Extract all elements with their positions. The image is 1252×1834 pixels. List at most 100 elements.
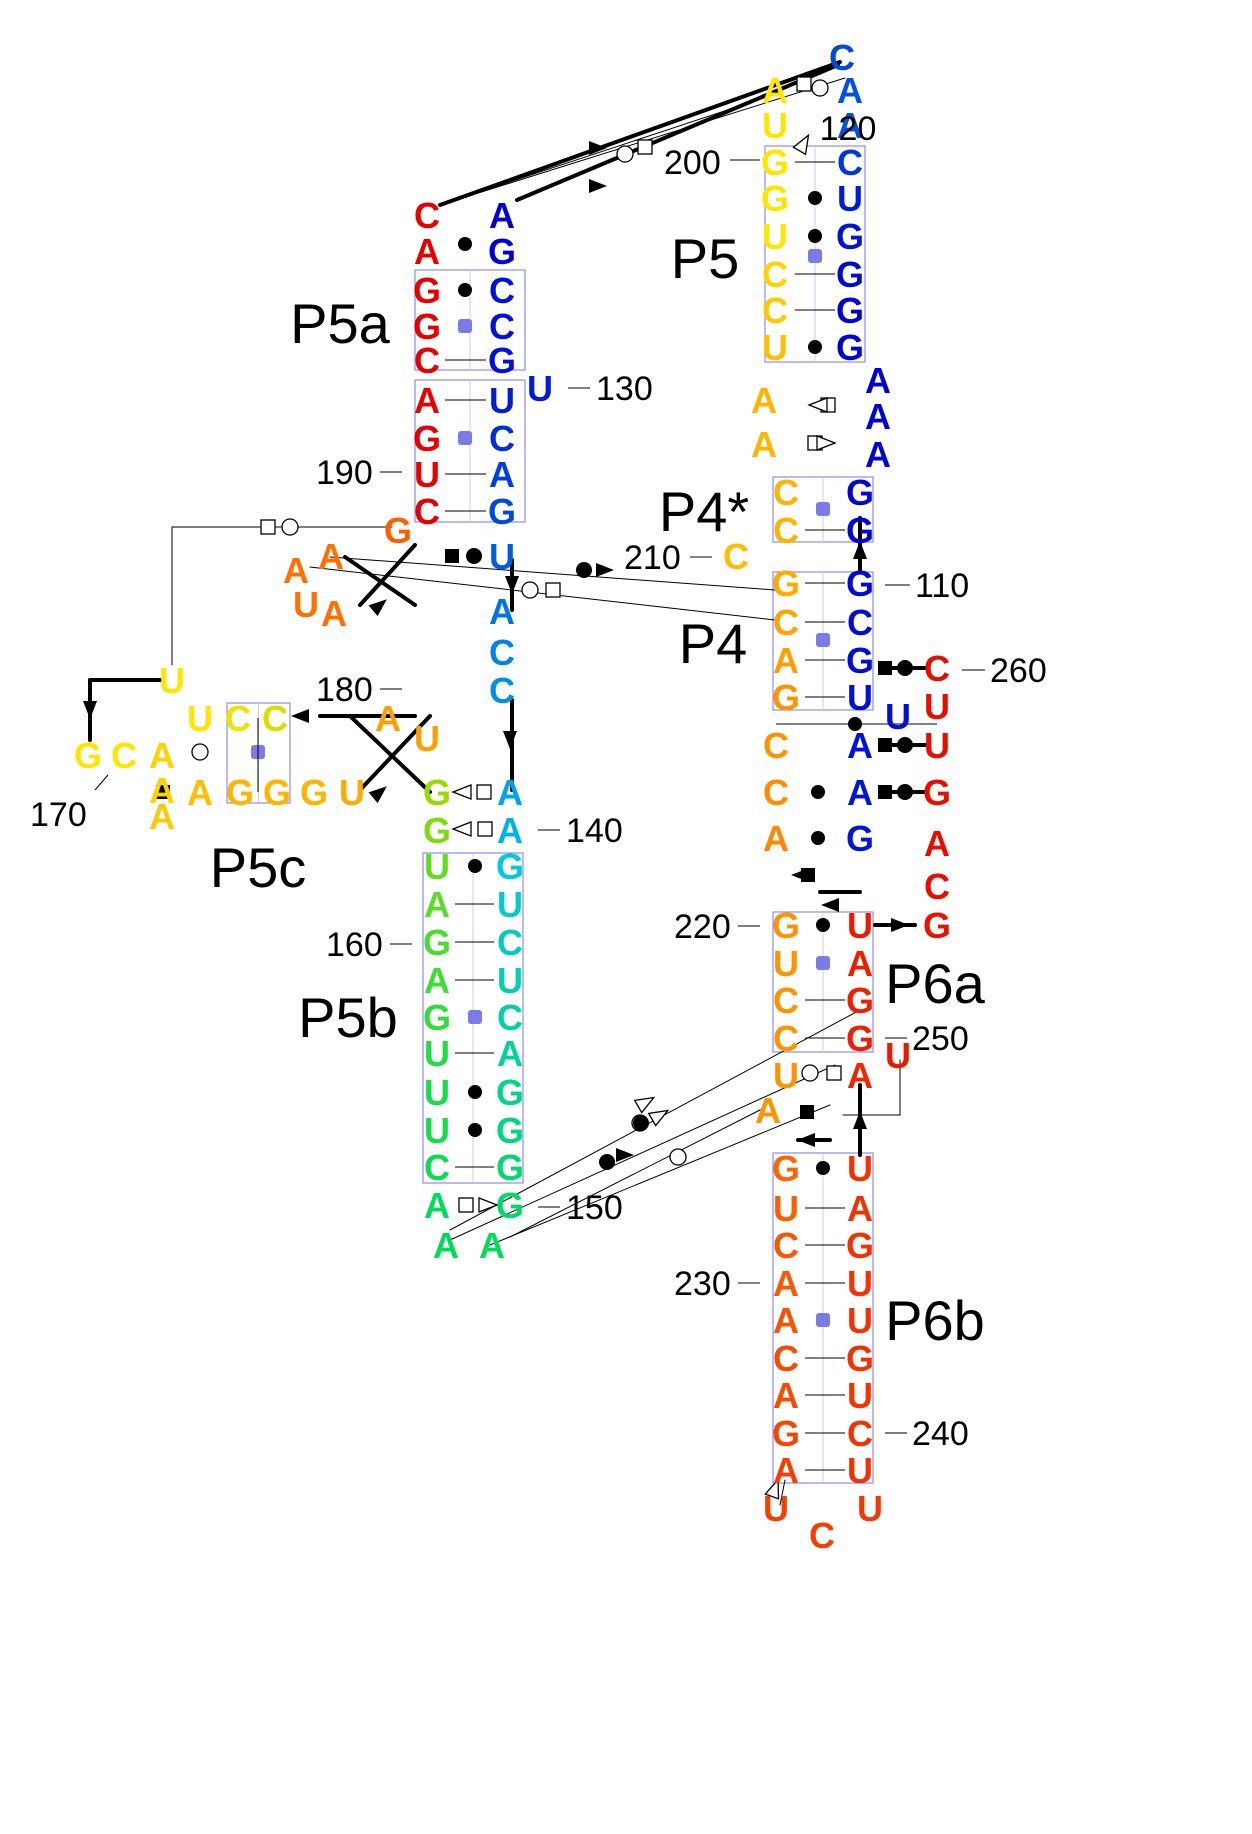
open-triangle-symbol bbox=[807, 397, 828, 413]
nucleotide-P4-region-left: G bbox=[772, 677, 800, 718]
open-triangle-symbol bbox=[633, 1096, 656, 1114]
helix-label: P5 bbox=[671, 227, 740, 290]
nucleotide-P6a-right: U bbox=[847, 905, 873, 946]
nucleotide-P6b-right: G bbox=[846, 1338, 874, 1379]
nucleotide-P5-right: G bbox=[836, 290, 864, 331]
nucleotide-P4-region-left: A bbox=[751, 424, 777, 465]
filled-triangle-symbol bbox=[291, 709, 309, 723]
nucleotide-P5c-loop: A bbox=[187, 772, 213, 813]
filled-triangle-symbol bbox=[891, 918, 909, 932]
nucleotide-strand-3prime-P5a-left: A bbox=[318, 536, 344, 577]
position-label: 230 bbox=[674, 1265, 731, 1303]
nucleotide-P5b-right: G bbox=[496, 1147, 524, 1188]
nucleotide-P5-right: C bbox=[837, 142, 863, 183]
nucleotide-P6b-right: A bbox=[847, 1188, 873, 1229]
tertiary-interaction-line bbox=[489, 1104, 831, 1246]
nucleotide-P5c-loop: A bbox=[149, 735, 175, 776]
nucleotide-strand-P5a-right: U bbox=[489, 380, 515, 421]
tertiary-interaction-line bbox=[449, 1064, 836, 1241]
filled-square-symbol bbox=[878, 661, 892, 675]
nucleotide-P5b-left: A bbox=[424, 960, 450, 1001]
nucleotide-P6b-left: G bbox=[772, 1413, 800, 1454]
nucleotide-P5c-loop: A bbox=[149, 770, 175, 811]
nucleotide-P6-right-strand: G bbox=[923, 772, 951, 813]
open-triangle-symbol bbox=[451, 821, 472, 837]
open-triangle-symbol bbox=[764, 1477, 780, 1500]
filled-triangle-symbol bbox=[797, 1133, 815, 1147]
nucleotide-P5b-right: G bbox=[496, 1110, 524, 1151]
nucleotide-P5b-left: C bbox=[424, 1147, 450, 1188]
open-triangle-symbol bbox=[816, 435, 837, 451]
open-square-symbol bbox=[458, 1197, 474, 1213]
filled-circle-symbol bbox=[897, 784, 913, 800]
nucleotide-strand-P5a-right: U bbox=[527, 368, 553, 409]
nucleotide-P4-region-left: C bbox=[773, 602, 799, 643]
nucleotide-P4-region-right: A bbox=[847, 772, 873, 813]
nucleotide-strand-P5a-right: A bbox=[489, 454, 515, 495]
open-circle-symbol bbox=[521, 581, 539, 599]
filled-circle-symbol bbox=[897, 660, 913, 676]
nucleotide-strand-3prime-P5a-left: C bbox=[414, 195, 440, 236]
nucleotide-strand-3prime-P5a-left: G bbox=[413, 270, 441, 311]
nucleotide-P5-right: A bbox=[837, 105, 863, 146]
filled-circle-symbol bbox=[599, 1154, 615, 1170]
tertiary-interaction-line bbox=[358, 714, 432, 792]
nucleotide-P4-region-left: C bbox=[763, 725, 789, 766]
nucleotide-P4-region-right: A bbox=[865, 396, 891, 437]
open-circle-symbol bbox=[811, 79, 829, 97]
noncanonical-pair-symbol bbox=[468, 1085, 482, 1099]
filled-square-symbol bbox=[878, 785, 892, 799]
nucleotide-strand-P5a-right: C bbox=[489, 418, 515, 459]
nucleotide-P6b-right: U bbox=[847, 1375, 873, 1416]
nucleotide-P4-region-left: A bbox=[763, 818, 789, 859]
position-label: 200 bbox=[664, 144, 721, 182]
open-square-symbol bbox=[545, 582, 561, 598]
nucleotide-P6-right-strand: C bbox=[924, 866, 950, 907]
nucleotide-strand-P5a-right: C bbox=[489, 270, 515, 311]
helix-label: P4 bbox=[679, 612, 748, 675]
nucleotide-P6b-right: U bbox=[857, 1488, 883, 1529]
noncanonical-pair-symbol bbox=[458, 283, 472, 297]
nucleotide-P5b-left: G bbox=[423, 922, 451, 963]
nucleotide-P5b-left: U bbox=[424, 1110, 450, 1151]
position-label: 150 bbox=[566, 1189, 623, 1227]
open-square-symbol bbox=[477, 821, 493, 837]
nucleotide-P6a-left: U bbox=[773, 943, 799, 984]
position-label: 190 bbox=[316, 454, 373, 492]
nucleotide-P4-region-left: C bbox=[773, 510, 799, 551]
position-label: 210 bbox=[624, 539, 681, 577]
noncanonical-pair-symbol bbox=[808, 191, 822, 205]
nucleotide-P5c-loop: U bbox=[339, 772, 365, 813]
tertiary-interaction-line bbox=[348, 714, 432, 794]
nucleotide-P4-region-left: C bbox=[723, 536, 749, 577]
nucleotide-strand-P5a-right: G bbox=[488, 231, 516, 272]
helix-label: P6b bbox=[885, 1289, 985, 1352]
helix-label: P5c bbox=[210, 836, 307, 899]
position-label: 220 bbox=[674, 908, 731, 946]
nucleotide-P5-left: U bbox=[762, 105, 788, 146]
nucleotide-P6b-right: U bbox=[847, 1148, 873, 1189]
filled-circle-symbol bbox=[633, 1115, 649, 1131]
open-circle-symbol bbox=[669, 1148, 687, 1166]
noncanonical-pair-symbol bbox=[816, 918, 830, 932]
open-circle-symbol bbox=[616, 145, 634, 163]
gu-wobble-symbol bbox=[458, 319, 472, 333]
nucleotide-strand-3prime-P5a-left: C bbox=[414, 340, 440, 381]
position-leader-line bbox=[94, 774, 109, 791]
nucleotide-P4-region-right: G bbox=[846, 818, 874, 859]
nucleotide-P4-region-right: A bbox=[865, 360, 891, 401]
nucleotide-P6-right-strand: C bbox=[924, 648, 950, 689]
nucleotide-P5c-loop: G bbox=[74, 735, 102, 776]
nucleotide-P5-right: U bbox=[837, 178, 863, 219]
nucleotide-P6b-loop: C bbox=[809, 1515, 835, 1556]
filled-triangle-symbol bbox=[589, 179, 607, 193]
filled-square-symbol bbox=[445, 549, 459, 563]
nucleotide-P6b-right: G bbox=[846, 1225, 874, 1266]
nucleotide-strand-P5a-right: U bbox=[489, 536, 515, 577]
nucleotide-P5c-loop: G bbox=[300, 772, 328, 813]
nucleotide-P5c-loop: A bbox=[149, 796, 175, 837]
nucleotide-P6a-left: C bbox=[773, 980, 799, 1021]
nucleotide-P5-right: G bbox=[836, 216, 864, 257]
